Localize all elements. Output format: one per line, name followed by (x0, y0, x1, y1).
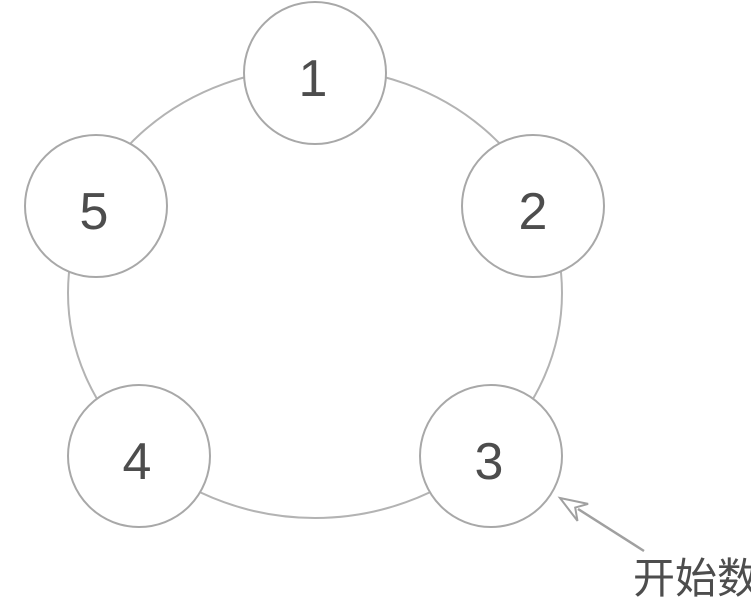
node-3-circle (419, 384, 563, 528)
node-4-number: 4 (123, 433, 152, 491)
node-3-number: 3 (475, 433, 504, 491)
start-arrow-head-icon (557, 496, 589, 522)
node-3: 3 (419, 384, 563, 528)
node-5-number: 5 (80, 183, 109, 241)
node-2-circle (461, 134, 605, 278)
node-1-number: 1 (299, 50, 328, 108)
node-4-circle (67, 384, 211, 528)
node-1: 1 (243, 1, 387, 145)
start-arrow (557, 496, 645, 553)
node-4: 4 (67, 384, 211, 528)
start-label: 开始数 (633, 555, 751, 602)
node-2-number: 2 (519, 183, 548, 241)
start-arrow-shaft (577, 507, 645, 553)
node-5: 5 (24, 134, 168, 278)
node-2: 2 (461, 134, 605, 278)
node-1-circle (243, 1, 387, 145)
node-5-circle (24, 134, 168, 278)
